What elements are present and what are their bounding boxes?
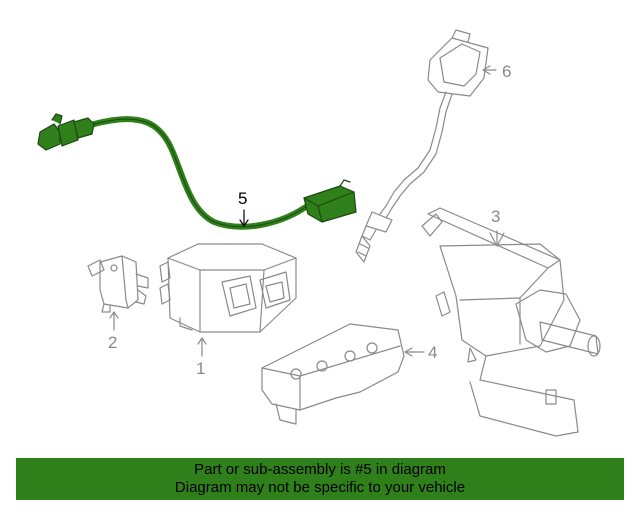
- part-4-bracket: [261, 323, 405, 425]
- part-3-assembly: [421, 207, 601, 437]
- part-5-oxygen-sensor: [37, 113, 357, 230]
- callout-1: 1: [196, 359, 205, 378]
- callout-5: 5: [238, 189, 247, 208]
- banner-line-1: Part or sub-assembly is #5 in diagram: [194, 461, 446, 478]
- info-banner: Part or sub-assembly is #5 in diagram Di…: [16, 458, 624, 500]
- part-6-sensor-harness: [355, 29, 489, 263]
- callout-2: 2: [108, 333, 117, 352]
- banner-line-2: Diagram may not be specific to your vehi…: [174, 479, 466, 496]
- part-2-valve: [87, 255, 149, 313]
- callout-leaders: [109, 65, 505, 357]
- callout-6: 6: [502, 62, 511, 81]
- parts-diagram: 1 2 3 4 5 6: [37, 29, 601, 437]
- part-1-canister: [159, 243, 297, 333]
- callout-4: 4: [428, 343, 437, 362]
- callout-3: 3: [491, 207, 500, 226]
